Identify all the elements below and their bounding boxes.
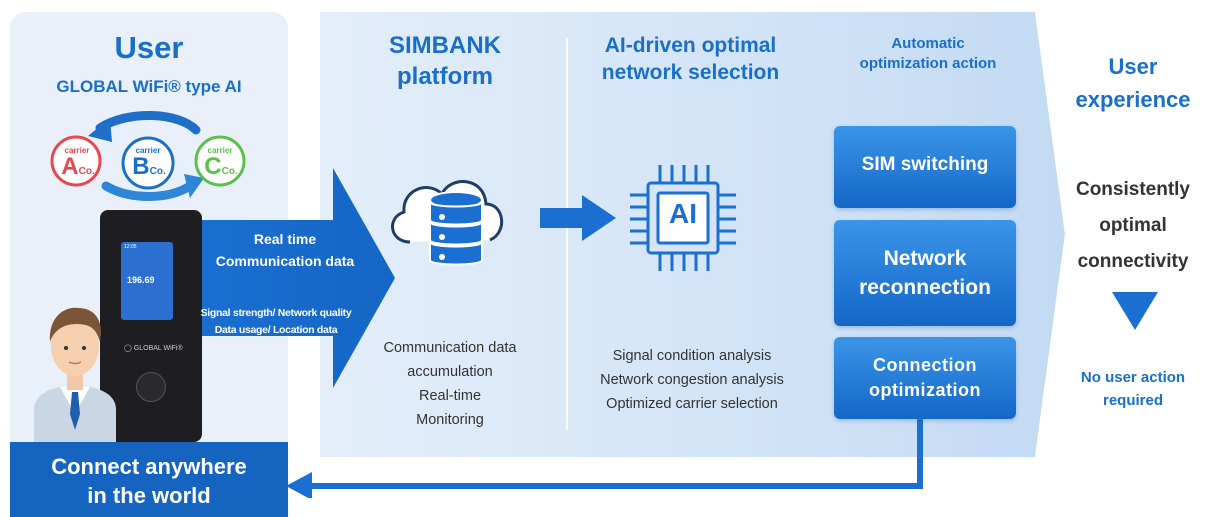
arrow-label-communication: Communication data [215,253,355,269]
section-divider [566,38,568,430]
carrier-a-label: ACo. [58,153,98,181]
ux-title-line: User [1108,54,1158,79]
device-screen [121,242,173,320]
actions-title-line: Automatic [891,35,965,52]
simbank-desc-line: Monitoring [416,412,484,428]
arrow-detail-signal: Signal strength/ Network quality [200,307,352,319]
user-title: User [114,30,184,65]
down-triangle-icon [1112,292,1158,330]
ux-note-line: required [1102,392,1163,409]
ux-note-line: No user action [1080,369,1186,386]
action-label-line: reconnection [859,276,991,299]
ai-selection-title: AI-driven optimal network selection [578,32,803,86]
ux-title-line: experience [1075,87,1191,112]
device-time: 12:05 [124,244,137,250]
return-arrow [286,418,923,498]
action-connection-optimization: Connection optimization [834,337,1016,419]
action-label-line: Network [883,247,967,270]
device-brand-text: GLOBAL WiFi® [133,345,183,352]
carrier-c-top: carrier [207,146,233,155]
brand-logo-icon: ◯ [124,345,134,352]
user-avatar-icon [34,307,116,442]
connect-anywhere-box [10,442,288,517]
process-arrow [540,195,616,241]
carrier-c-suffix: Co. [221,166,238,177]
ux-note: No user action required [1058,366,1208,412]
ai-title-line: network selection [601,61,780,84]
carrier-b-letter: B [132,153,150,180]
simbank-title: SIMBANK platform [360,30,530,92]
connect-line: Connect anywhere [51,454,247,479]
ai-desc-line: Optimized carrier selection [606,396,778,412]
device-reading: 196.69 [127,275,155,285]
carrier-a-circle [50,135,102,187]
action-label-line: optimization [869,380,981,400]
simbank-desc-line: Real-time [418,388,482,404]
device-power-button [136,372,166,402]
action-label-line: Connection [873,355,977,375]
arrow-label-realtime: Real time [253,231,317,247]
user-experience-title: User experience [1058,50,1208,116]
data-flow-arrow [195,168,395,388]
carrier-switch-diagram [50,110,246,201]
ai-desc-line: Signal condition analysis [612,348,772,364]
connect-line: in the world [87,483,211,508]
carrier-c-label: CCo. [201,153,241,181]
carrier-a-top: carrier [64,146,90,155]
cloud-database-icon [391,180,504,266]
simbank-desc-line: Communication data [383,340,517,356]
ai-chip-label: AI [669,198,697,229]
ai-title-line: AI-driven optimal [604,34,777,57]
ux-result-line: connectivity [1077,251,1189,272]
simbank-title-line: SIMBANK [389,32,501,59]
device-brand: ◯ GLOBAL WiFi® [124,344,183,352]
carrier-b-top: carrier [135,146,161,155]
carrier-a-letter: A [61,153,79,180]
carrier-a-suffix: Co. [78,166,95,177]
cycle-arrowhead-top [88,118,112,142]
action-label: Connection optimization [834,353,1016,403]
ai-chip-icon [630,165,736,271]
simbank-description: Communication data accumulation Real-tim… [360,336,540,432]
cycle-arrow-bottom [101,181,195,201]
action-label-line: SIM switching [861,154,989,175]
wifi-device: 12:05 196.69 ◯ GLOBAL WiFi® [100,210,202,442]
simbank-title-line: platform [397,63,493,90]
ux-result: Consistently optimal connectivity [1058,172,1208,280]
actions-title-line: optimization action [859,55,997,72]
actions-title: Automatic optimization action [828,34,1028,74]
cycle-arrow-top [95,110,201,135]
ux-result-line: optimal [1099,215,1167,236]
product-name: GLOBAL WiFi® type AI [56,77,242,96]
action-label: Network reconnection [834,244,1016,302]
carrier-b-label: BCo. [129,153,169,181]
action-network-reconnection: Network reconnection [834,220,1016,326]
cycle-arrowhead-bottom [184,174,204,198]
carrier-c-circle [194,135,246,187]
carrier-c-letter: C [204,153,222,180]
simbank-desc-line: accumulation [407,364,493,380]
ai-description: Signal condition analysis Network conges… [574,344,810,416]
action-sim-switching: SIM switching [834,126,1016,208]
arrow-detail-usage: Data usage/ Location data [214,324,338,336]
carrier-b-suffix: Co. [149,166,166,177]
action-label: SIM switching [834,154,1016,176]
ai-desc-line: Network congestion analysis [600,372,784,388]
ux-result-line: Consistently [1075,179,1191,200]
carrier-b-circle [121,136,175,190]
connect-anywhere-label: Connect anywhere in the world [10,452,288,510]
